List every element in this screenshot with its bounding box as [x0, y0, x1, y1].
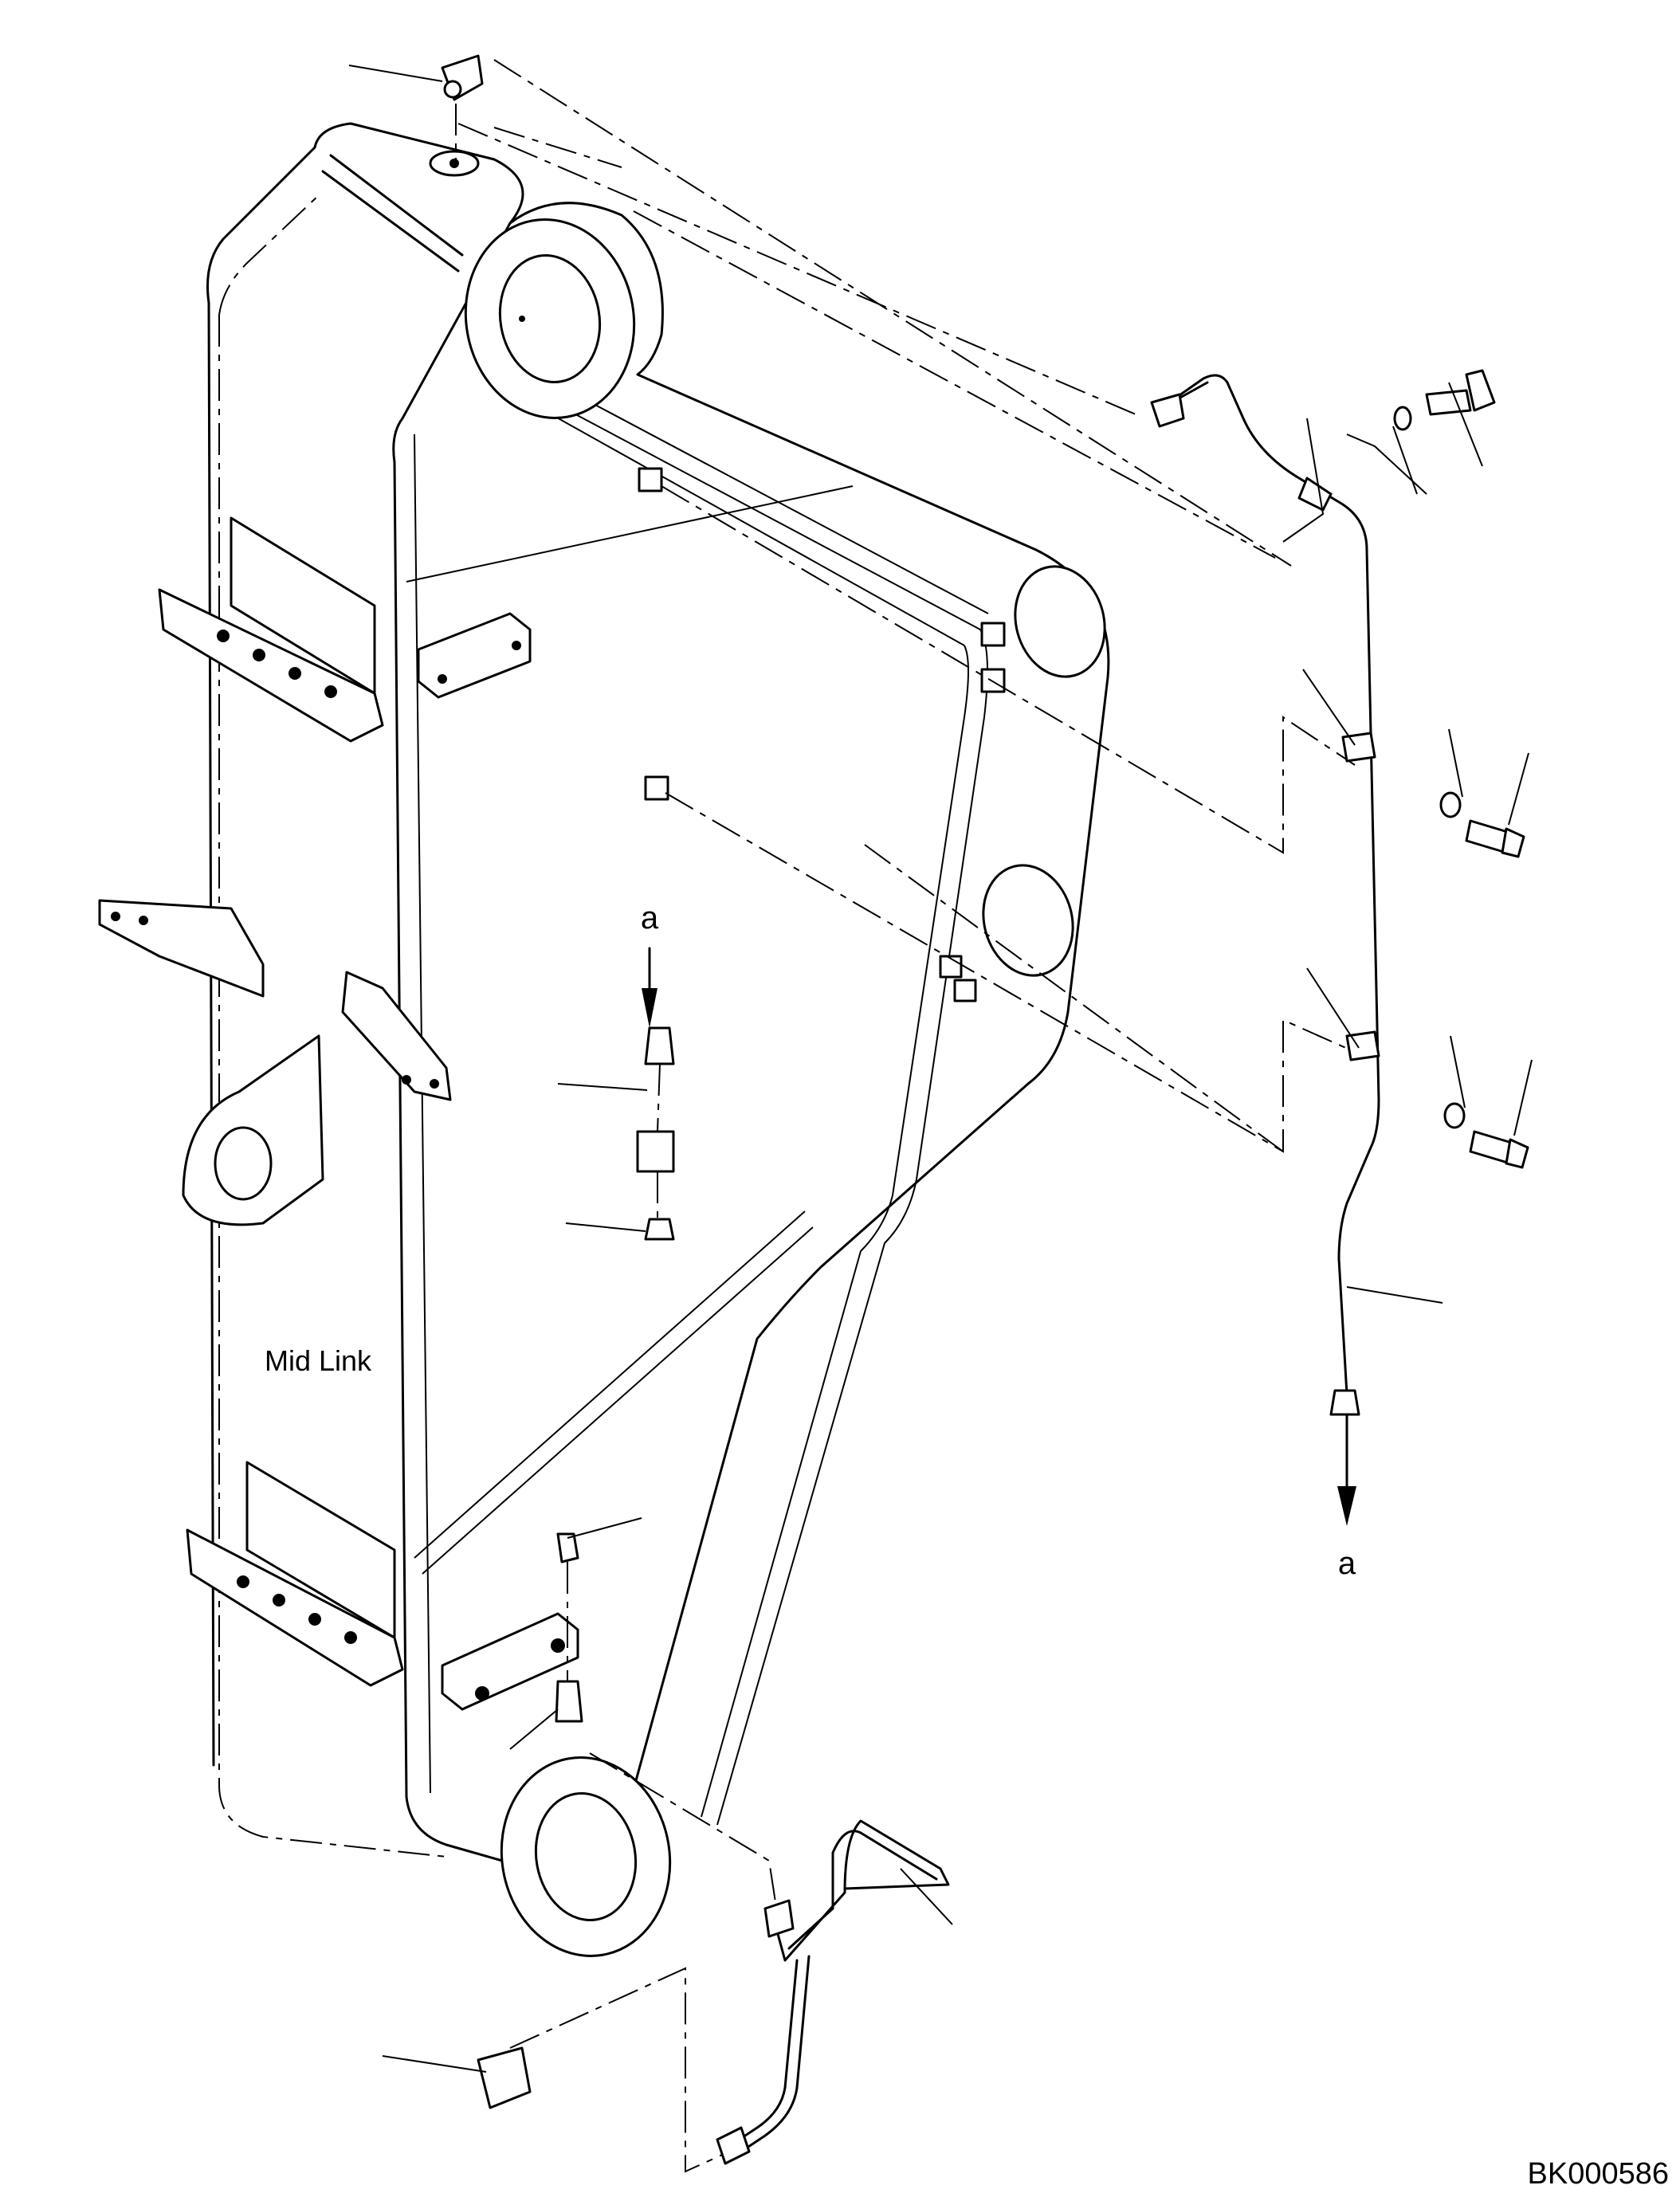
lower-clamp-block	[441, 1612, 579, 1711]
right-pin-boss-lower	[982, 864, 1074, 977]
washer-and-bolt-lower	[1443, 1102, 1529, 1169]
assembly-dash-lines	[455, 59, 1356, 2173]
mid-link-label: Mid Link	[265, 1344, 372, 1377]
eye-plate	[182, 1034, 324, 1226]
grease-pipe-bottom	[716, 1819, 950, 2165]
body-back-outline	[218, 127, 622, 1858]
washer-and-bolt-middle	[1439, 791, 1525, 858]
grease-nipple-center	[636, 1026, 675, 1241]
lower-bracket-assembly	[186, 1461, 404, 1687]
arrow-a-bottom	[1337, 1413, 1356, 1526]
arrow-label-a-bottom: a	[1338, 1546, 1356, 1581]
arrow-label-a-top: a	[641, 900, 659, 936]
leader-lines	[348, 65, 1533, 2073]
middle-lever-plate	[341, 971, 452, 1101]
arrow-a-top	[642, 947, 657, 1028]
spacer-blocks	[638, 467, 1006, 1002]
grease-nipple-lower	[555, 1680, 583, 1723]
mid-link-body	[206, 122, 1110, 1878]
pipe-clamp-middle	[1341, 732, 1376, 763]
elbow-fitting-lower	[556, 1532, 579, 1563]
top-pin-boss	[464, 218, 636, 419]
pipe-clamp-upper	[1297, 477, 1333, 512]
pipe-clamp-lower	[1345, 1030, 1380, 1061]
grease-pipe-right	[1150, 374, 1380, 1416]
washer-and-bolt-top	[1393, 369, 1496, 431]
right-pin-boss-upper	[1014, 565, 1106, 678]
left-lever-plate	[98, 899, 265, 998]
grease-nipple-top	[429, 54, 484, 177]
elbow-fitting-bottom	[477, 2046, 532, 2109]
upper-clamp-block	[417, 612, 532, 699]
upper-bracket-assembly	[158, 516, 384, 743]
bottom-pin-boss	[500, 1756, 672, 1957]
drawing-code: BK000586	[1528, 2157, 1670, 2191]
